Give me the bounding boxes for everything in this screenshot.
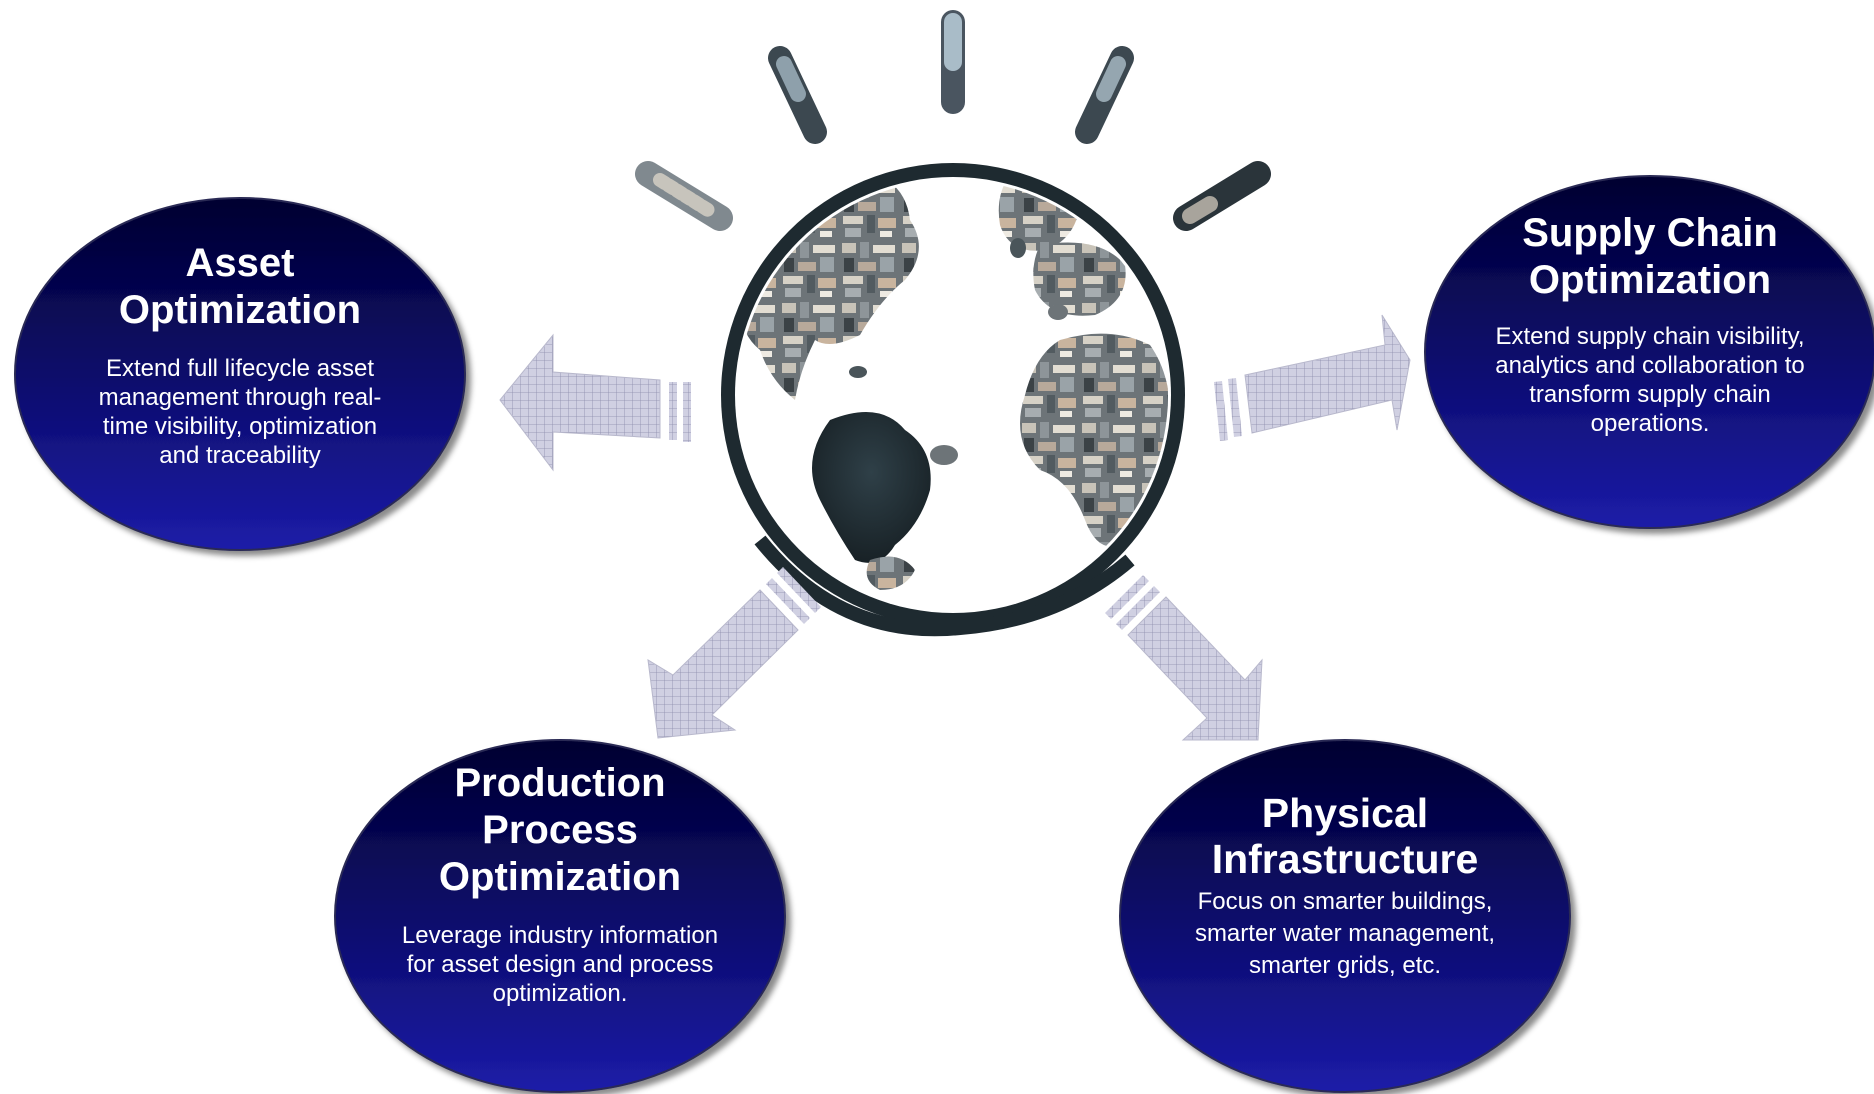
asset-optimization-bubble: Asset Optimization Extend full lifecycle… bbox=[90, 240, 390, 470]
production-process-optimization-description: Leverage industry information for asset … bbox=[401, 922, 719, 1007]
physical-infrastructure-title: Physical Infrastructure bbox=[1211, 790, 1479, 882]
supply-chain-optimization-description: Extend supply chain visibility, analytic… bbox=[1495, 323, 1805, 437]
production-process-optimization-title: Production Process Optimization bbox=[438, 761, 682, 899]
production-process-optimization-bubble: Production Process Optimization Leverage… bbox=[400, 760, 720, 1008]
physical-bubble-shape bbox=[1119, 739, 1571, 1093]
arrow-to-production bbox=[647, 567, 821, 739]
arrow-to-asset bbox=[499, 333, 691, 472]
arrow-to-physical bbox=[1105, 575, 1263, 741]
physical-infrastructure-bubble: Physical Infrastructure Focus on smarter… bbox=[1180, 790, 1510, 982]
asset-optimization-title: Asset Optimization bbox=[118, 241, 362, 332]
asset-optimization-description: Extend full lifecycle asset management t… bbox=[98, 355, 382, 469]
sun-rays-icon bbox=[635, 10, 1271, 231]
asset-bubble-shape bbox=[14, 197, 466, 551]
physical-infrastructure-description: Focus on smarter buildings, smarter wate… bbox=[1194, 888, 1496, 979]
arrow-to-supply-chain bbox=[1214, 314, 1411, 441]
production-bubble-shape bbox=[334, 739, 786, 1093]
supply-chain-bubble-shape bbox=[1424, 175, 1874, 529]
supply-chain-optimization-title: Supply Chain Optimization bbox=[1522, 211, 1778, 302]
supply-chain-optimization-bubble: Supply Chain Optimization Extend supply … bbox=[1480, 210, 1820, 438]
globe-icon bbox=[721, 163, 1185, 637]
